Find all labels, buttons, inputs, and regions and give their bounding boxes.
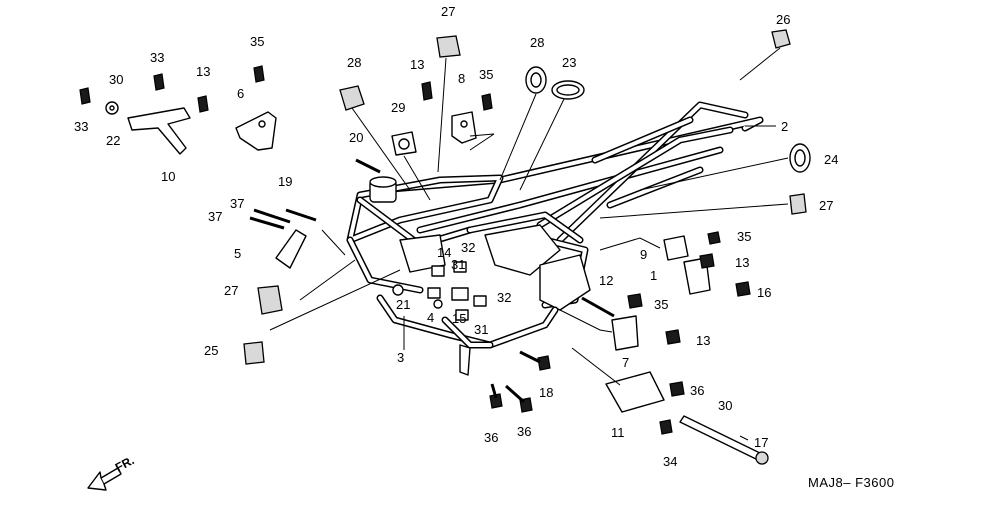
callout-35: 35 bbox=[654, 297, 668, 312]
callout-10: 10 bbox=[161, 169, 175, 184]
callout-35: 35 bbox=[250, 34, 264, 49]
callout-27: 27 bbox=[224, 283, 238, 298]
callout-36: 36 bbox=[484, 430, 498, 445]
callout-34: 34 bbox=[663, 454, 677, 469]
callout-32: 32 bbox=[461, 240, 475, 255]
callout-35: 35 bbox=[737, 229, 751, 244]
callout-26: 26 bbox=[776, 12, 790, 27]
callout-21: 21 bbox=[396, 297, 410, 312]
callout-12: 12 bbox=[599, 273, 613, 288]
callout-4: 4 bbox=[427, 310, 434, 325]
front-direction-indicator: FR. bbox=[87, 453, 136, 491]
small-parts bbox=[79, 29, 811, 465]
callout-5: 5 bbox=[234, 246, 241, 261]
callout-28: 28 bbox=[347, 55, 361, 70]
diagram-code: MAJ8– F3600 bbox=[808, 475, 894, 490]
callout-7: 7 bbox=[622, 355, 629, 370]
callout-27: 27 bbox=[441, 4, 455, 19]
callout-23: 23 bbox=[562, 55, 576, 70]
callout-18: 18 bbox=[539, 385, 553, 400]
callout-25: 25 bbox=[204, 343, 218, 358]
callout-36: 36 bbox=[517, 424, 531, 439]
callout-27: 27 bbox=[819, 198, 833, 213]
front-arrow-icon bbox=[87, 467, 122, 491]
callout-32: 32 bbox=[497, 290, 511, 305]
callout-11: 11 bbox=[611, 425, 625, 440]
callout-2: 2 bbox=[781, 119, 788, 134]
callout-33: 33 bbox=[74, 119, 88, 134]
callout-labels: 26 2 24 27 27 28 23 28 13 8 35 29 20 35 … bbox=[74, 4, 838, 469]
callout-28: 28 bbox=[530, 35, 544, 50]
callout-29: 29 bbox=[391, 100, 405, 115]
callout-31: 31 bbox=[474, 322, 488, 337]
callout-37: 37 bbox=[208, 209, 222, 224]
callout-24: 24 bbox=[824, 152, 838, 167]
callout-17: 17 bbox=[754, 435, 768, 450]
callout-31: 31 bbox=[451, 257, 465, 272]
callout-16: 16 bbox=[757, 285, 771, 300]
callout-14: 14 bbox=[437, 245, 451, 260]
callout-13: 13 bbox=[196, 64, 210, 79]
leader-lines bbox=[269, 47, 789, 441]
callout-15: 15 bbox=[452, 311, 466, 326]
callout-30: 30 bbox=[109, 72, 123, 87]
callout-13: 13 bbox=[410, 57, 424, 72]
callout-13: 13 bbox=[735, 255, 749, 270]
callout-30: 30 bbox=[718, 398, 732, 413]
lower-cradle bbox=[376, 294, 559, 376]
callout-37: 37 bbox=[230, 196, 244, 211]
callout-8: 8 bbox=[458, 71, 465, 86]
callout-20: 20 bbox=[349, 130, 363, 145]
callout-9: 9 bbox=[640, 247, 647, 262]
callout-22: 22 bbox=[106, 133, 120, 148]
callout-36: 36 bbox=[690, 383, 704, 398]
callout-35: 35 bbox=[479, 67, 493, 82]
main-frame bbox=[346, 101, 764, 311]
callout-13: 13 bbox=[696, 333, 710, 348]
callout-1: 1 bbox=[650, 268, 657, 283]
callout-6: 6 bbox=[237, 86, 244, 101]
callout-19: 19 bbox=[278, 174, 292, 189]
callout-3: 3 bbox=[397, 350, 404, 365]
callout-33: 33 bbox=[150, 50, 164, 65]
